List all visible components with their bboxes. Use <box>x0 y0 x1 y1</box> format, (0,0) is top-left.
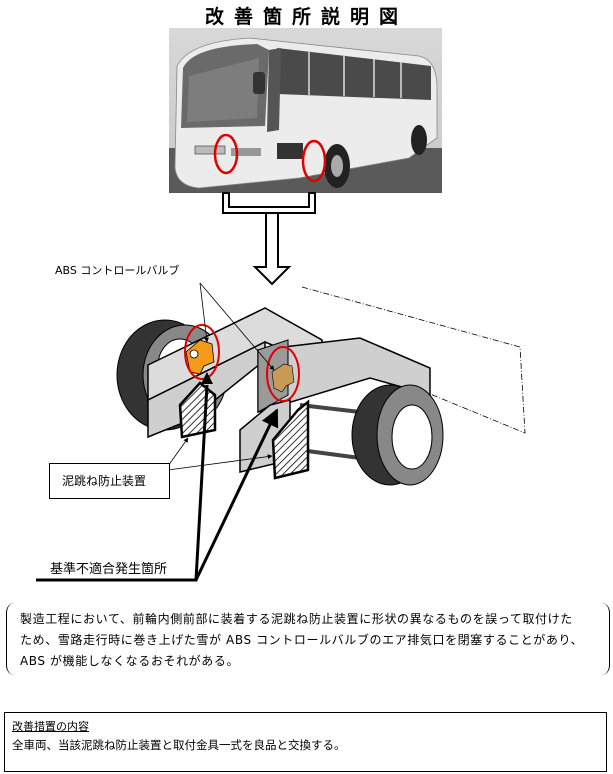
highlight-valve-left <box>184 324 220 380</box>
vehicle-outline <box>301 286 526 434</box>
corrective-measures-box: 改善措置の内容 全車両、当該泥跳ね防止装置と取付金具一式を良品と交換する。 <box>4 712 607 772</box>
nonconformity-line-right <box>194 408 279 581</box>
headlight <box>231 148 261 156</box>
leader-mudguard-left <box>167 437 189 467</box>
abs-valve-port-left <box>189 349 199 359</box>
abs-valve-right <box>271 363 295 393</box>
bus-photo <box>169 28 442 193</box>
leader-abs-left <box>199 282 209 343</box>
front-hub <box>331 155 343 177</box>
defect-description: 製造工程において、前輪内側前部に装着する泥跳ね防止装置に形状の異なるものを誤って… <box>6 603 610 676</box>
page-title: 改善箇所説明図 <box>204 6 408 28</box>
windshield-reflection <box>187 58 259 122</box>
highlight-valve-right <box>266 346 300 402</box>
measures-heading: 改善措置の内容 <box>12 720 89 733</box>
description-line: 製造工程において、前輪内側前部に装着する泥跳ね防止装置に形状の異なるものを誤って… <box>20 612 573 626</box>
mudguard-label: 泥跳ね防止装置 <box>49 463 170 499</box>
link-upper <box>299 403 361 414</box>
connector-bracket <box>222 192 316 214</box>
nonconformity-arrowhead-left <box>201 372 213 384</box>
door <box>267 48 281 132</box>
right-tire-hub <box>391 404 433 470</box>
mudguard-right <box>271 399 310 480</box>
link-lower <box>299 448 361 460</box>
highlight-circle-front <box>213 133 239 175</box>
mudguard-diagram <box>36 192 526 582</box>
down-arrow <box>252 212 292 286</box>
highlight-circle-side <box>301 139 327 183</box>
abs-valve-label: ABS コントロールバルブ <box>55 264 180 277</box>
leader-abs-right <box>199 282 275 371</box>
bracket-left <box>6 603 15 675</box>
fog-lamp <box>277 143 303 159</box>
window-pillars <box>308 52 402 98</box>
nonconformity-label: 基準不適合発生箇所 <box>50 562 168 577</box>
description-text: 製造工程において、前輪内側前部に装着する泥跳ね防止装置に形状の異なるものを誤って… <box>20 609 600 672</box>
side-mirror <box>253 72 265 94</box>
side-windows <box>277 48 431 100</box>
measures-body: 全車両、当該泥跳ね防止装置と取付金具一式を良品と交換する。 <box>12 738 346 752</box>
description-line: ため、雪路走行時に巻き上げた雪が ABS コントロールバルブのエア排気口を閉塞す… <box>20 633 584 647</box>
bracket-right <box>601 603 610 675</box>
license-plate <box>194 145 226 155</box>
description-line: ABS が機能しなくなるおそれがある。 <box>20 654 240 668</box>
rear-wheel <box>411 125 427 155</box>
